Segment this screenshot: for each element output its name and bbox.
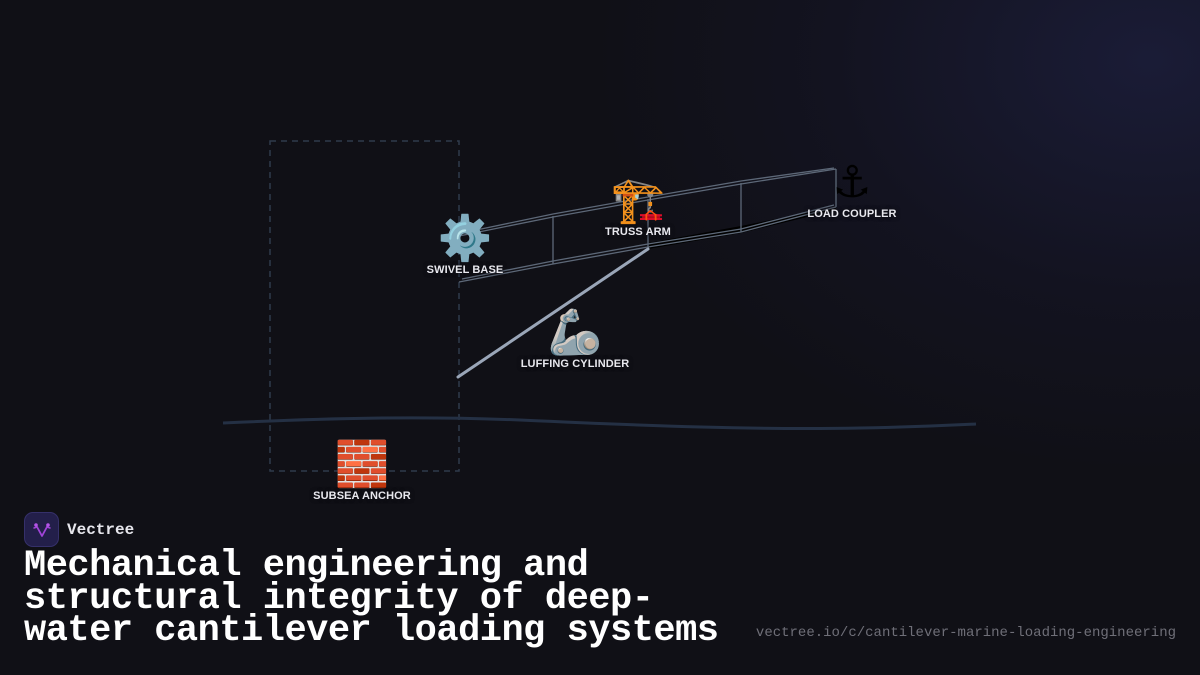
node-luffing-cylinder[interactable]: 🦾 LUFFING CYLINDER [520, 307, 630, 371]
node-label: SUBSEA ANCHOR [313, 490, 411, 502]
page-url[interactable]: vectree.io/c/cantilever-marine-loading-e… [755, 625, 1176, 641]
vectree-logo-icon [24, 512, 59, 547]
node-label: LOAD COUPLER [807, 208, 897, 220]
page-title: Mechanical engineering and structural in… [24, 545, 719, 652]
anchor-icon: ⚓ [832, 157, 872, 208]
brand: Vectree [24, 512, 134, 547]
foundation-dashed-box [269, 140, 460, 472]
node-truss-arm[interactable]: 🏗️ TRUSS ARM [605, 175, 671, 239]
brick-icon: 🧱 [334, 439, 390, 490]
truss-shadow [648, 207, 836, 249]
node-label: SWIVEL BASE [426, 264, 504, 276]
mechanical-arm-icon: 🦾 [547, 307, 603, 358]
construction-crane-icon: 🏗️ [610, 175, 666, 226]
brand-name: Vectree [67, 520, 135, 539]
node-subsea-anchor[interactable]: 🧱 SUBSEA ANCHOR [313, 439, 411, 503]
node-label: LUFFING CYLINDER [520, 358, 630, 370]
node-label: TRUSS ARM [605, 226, 671, 238]
waterline [222, 416, 977, 431]
gear-icon: ⚙️ [437, 213, 493, 264]
node-swivel-base[interactable]: ⚙️ SWIVEL BASE [426, 213, 504, 277]
luffing-cylinder-strut [456, 247, 650, 379]
truss-arm-frame [458, 167, 837, 283]
node-load-coupler[interactable]: ⚓ LOAD COUPLER [807, 157, 897, 221]
